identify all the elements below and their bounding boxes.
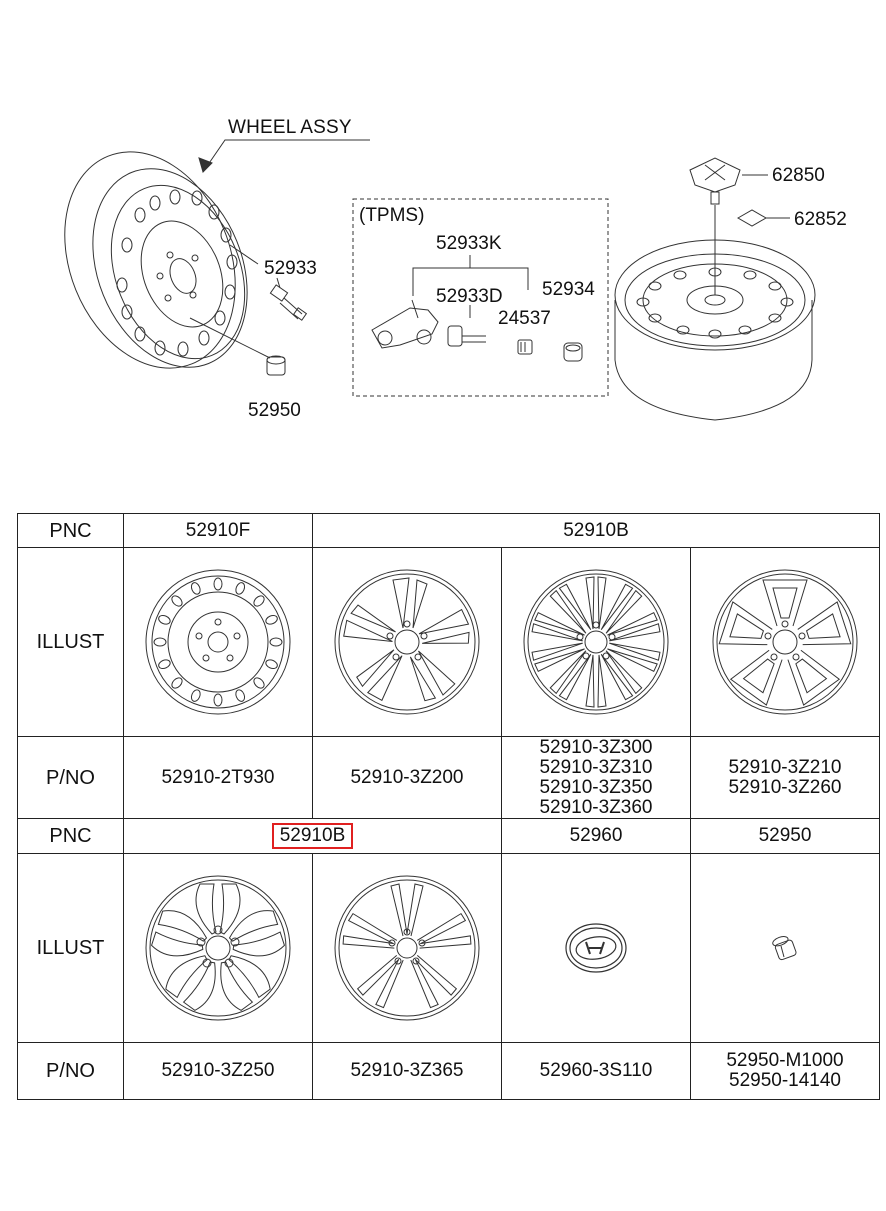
pno-line: 52950-M1000 xyxy=(726,1050,844,1071)
callout-52950: 52950 xyxy=(248,400,301,421)
illust-steel-wheel xyxy=(123,547,313,737)
valve-52933 xyxy=(229,244,308,321)
pnc-cell: 52950 xyxy=(690,818,880,854)
pnc-cell: 52910B xyxy=(312,513,880,548)
pno-line: 52910-3Z310 xyxy=(539,756,653,778)
exploded-diagram xyxy=(64,139,816,421)
illust-alloy-3z200 xyxy=(312,547,502,737)
parts-table: PNC 52910F 52910B ILLUST xyxy=(17,513,880,1100)
alloy-wheel-icon xyxy=(334,875,480,1021)
callout-52933d: 52933D xyxy=(436,286,503,307)
tpms-label: (TPMS) xyxy=(359,205,425,226)
lug-nut-icon xyxy=(772,936,797,961)
spare-wheel-right xyxy=(614,205,816,421)
pno-cell: 52960-3S110 xyxy=(501,1042,691,1100)
label-62852 xyxy=(736,209,790,227)
illust-alloy-3z210 xyxy=(690,547,880,737)
illust-alloy-3z250 xyxy=(123,853,313,1043)
callout-62850: 62850 xyxy=(772,165,825,186)
pno-line: 52910-3Z260 xyxy=(728,776,842,798)
pno-cell: 52950-M1000 52950-14140 xyxy=(690,1042,880,1100)
callout-52933k: 52933K xyxy=(436,233,502,254)
illust-label: ILLUST xyxy=(17,547,124,737)
tpms-valve-52933d xyxy=(447,325,486,347)
illust-alloy-3z300 xyxy=(501,547,691,737)
illust-alloy-3z365 xyxy=(312,853,502,1043)
pnc-cell: 52960 xyxy=(501,818,691,854)
tpms-cap-24537 xyxy=(517,339,533,355)
pno-label: P/NO xyxy=(17,1042,124,1100)
pno-line: 52950-14140 xyxy=(729,1070,841,1091)
pno-cell: 52910-3Z200 xyxy=(312,736,502,819)
pno-cell: 52910-3Z210 52910-3Z260 xyxy=(690,736,880,819)
nut-52950 xyxy=(189,317,286,376)
pno-line: 52910-3Z360 xyxy=(539,796,653,818)
pnc-cell: 52910F xyxy=(123,513,313,548)
pnc-cell: 52910B xyxy=(123,818,502,854)
illust-center-cap xyxy=(501,853,691,1043)
pno-cell: 52910-3Z250 xyxy=(123,1042,313,1100)
alloy-wheel-icon xyxy=(145,875,291,1021)
alloy-wheel-icon xyxy=(334,569,480,715)
center-cap-icon xyxy=(565,923,627,973)
steel-wheel-left xyxy=(64,151,248,369)
pno-line: 52910-3Z210 xyxy=(728,756,842,778)
pno-cell: 52910-3Z300 52910-3Z310 52910-3Z350 5291… xyxy=(501,736,691,819)
callout-52933: 52933 xyxy=(264,258,317,279)
pno-cell: 52910-3Z365 xyxy=(312,1042,502,1100)
pnc-label: PNC xyxy=(17,513,124,548)
callout-52934: 52934 xyxy=(542,279,595,300)
pnc-label: PNC xyxy=(17,818,124,854)
pno-line: 52910-3Z350 xyxy=(539,776,653,798)
hold-down-bracket-62850 xyxy=(689,157,768,205)
diagram-title: WHEEL ASSY xyxy=(228,117,352,138)
pno-cell: 52910-2T930 xyxy=(123,736,313,819)
tpms-sensor xyxy=(371,299,439,349)
alloy-wheel-icon xyxy=(712,569,858,715)
tpms-nut-52934 xyxy=(563,342,583,362)
pno-label: P/NO xyxy=(17,736,124,819)
callout-62852: 62852 xyxy=(794,209,847,230)
highlighted-pnc[interactable]: 52910B xyxy=(271,823,354,849)
illust-label: ILLUST xyxy=(17,853,124,1043)
alloy-wheel-icon xyxy=(523,569,669,715)
illust-lug-nut xyxy=(690,853,880,1043)
callout-24537: 24537 xyxy=(498,308,551,329)
pno-line: 52910-3Z300 xyxy=(539,736,653,758)
steel-wheel-icon xyxy=(145,569,291,715)
